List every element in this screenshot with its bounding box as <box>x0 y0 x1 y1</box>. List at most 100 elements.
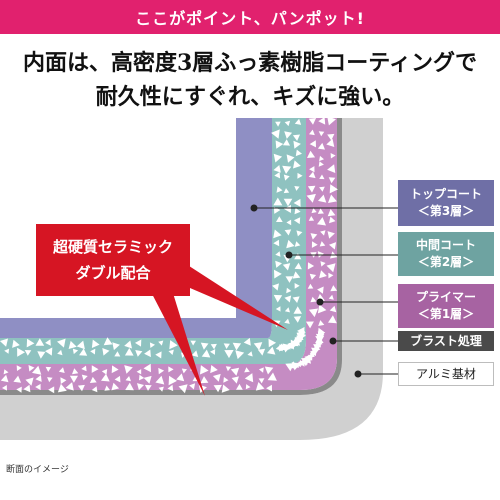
ceramic-particle <box>169 340 178 350</box>
ceramic-particle <box>124 348 134 356</box>
ceramic-particle <box>223 377 229 383</box>
ceramic-particle <box>135 339 142 347</box>
ceramic-particle <box>306 321 314 329</box>
ceramic-particle <box>273 294 283 303</box>
ceramic-particle <box>16 386 22 393</box>
ceramic-particle <box>81 365 87 372</box>
ceramic-particle <box>320 230 326 236</box>
ceramic-particle <box>124 340 132 349</box>
ceramic-particle <box>328 315 337 324</box>
ceramic-particle <box>273 197 283 206</box>
headline: 内面は、高密度3層ふっ素樹脂コーティングで 耐久性にすぐれ、キズに強い。 <box>0 46 500 114</box>
ceramic-particle <box>167 384 174 392</box>
ceramic-particle <box>244 373 254 383</box>
ceramic-particle <box>69 375 78 383</box>
ceramic-particle <box>28 365 35 372</box>
ceramic-particle <box>296 230 303 237</box>
ceramic-particle <box>284 318 290 324</box>
ceramic-particle <box>267 346 276 355</box>
ceramic-particle <box>257 348 266 356</box>
ceramic-particle <box>310 296 317 303</box>
ceramic-particle <box>294 253 302 260</box>
ceramic-particle <box>168 366 174 373</box>
ceramic-particle <box>200 342 209 350</box>
ceramic-particle <box>308 308 319 318</box>
ceramic-particle <box>309 129 315 136</box>
ceramic-particle <box>318 194 327 203</box>
ceramic-callout: 超硬質セラミック ダブル配合 <box>36 224 190 296</box>
ceramic-particle <box>294 207 301 215</box>
ceramic-particle <box>294 241 301 247</box>
ceramic-particle <box>4 348 10 354</box>
ceramic-particle <box>210 343 217 350</box>
ceramic-particle <box>35 375 42 382</box>
ceramic-particle <box>329 242 337 250</box>
ceramic-particle <box>276 186 283 193</box>
ceramic-particle <box>168 349 174 355</box>
ceramic-particle <box>2 385 7 391</box>
ceramic-particle <box>319 241 326 247</box>
ceramic-particle <box>57 383 67 393</box>
ceramic-particle <box>77 384 85 392</box>
ceramic-particle <box>283 174 290 181</box>
ceramic-particle <box>200 376 209 384</box>
ceramic-particle <box>111 382 120 391</box>
ceramic-particle <box>295 149 302 157</box>
ceramic-particle <box>143 363 151 373</box>
ceramic-particle <box>293 306 302 314</box>
ceramic-particle <box>255 382 265 391</box>
ceramic-particle <box>293 140 301 149</box>
ceramic-particle <box>282 165 292 174</box>
ceramic-particle <box>213 384 222 393</box>
ceramic-particle <box>258 367 264 373</box>
ceramic-particle <box>102 348 110 356</box>
ceramic-particles <box>0 118 338 394</box>
ceramic-particle <box>283 204 291 213</box>
aluminum-layer <box>0 118 383 440</box>
ceramic-particle <box>309 140 316 148</box>
ceramic-particle <box>319 270 327 279</box>
ceramic-particle <box>104 385 110 391</box>
ceramic-particle <box>144 349 151 358</box>
ceramic-particle <box>158 367 165 375</box>
ceramic-particle <box>311 241 318 248</box>
callout-line-1: 超硬質セラミック <box>52 238 173 256</box>
ceramic-particle <box>319 174 325 180</box>
leader-dot-primer <box>316 298 324 306</box>
ceramic-particle <box>309 273 317 280</box>
ceramic-particle <box>308 118 317 125</box>
ceramic-particle <box>273 239 280 247</box>
ceramic-particle <box>190 340 196 346</box>
ceramic-particle <box>89 376 97 383</box>
ceramic-particle <box>45 366 52 372</box>
label-aluminum: アルミ基材 <box>398 362 494 386</box>
ceramic-particle <box>176 373 185 382</box>
ceramic-particle <box>318 131 325 137</box>
ceramic-particle <box>158 340 164 346</box>
headline-line-1: 内面は、高密度3層ふっ素樹脂コーティングで <box>23 50 477 76</box>
ceramic-particle <box>224 350 234 359</box>
ceramic-particle <box>327 164 336 173</box>
ceramic-particle <box>307 262 315 270</box>
ceramic-particle <box>286 219 292 226</box>
ceramic-particle <box>101 369 108 375</box>
ceramic-particle <box>329 216 336 224</box>
ceramic-particle <box>189 383 196 390</box>
ceramic-particle <box>267 372 277 381</box>
ceramic-particle <box>286 239 295 249</box>
ceramic-particle <box>155 375 165 385</box>
ceramic-particle <box>232 342 242 351</box>
ceramic-particle <box>309 166 315 173</box>
ceramic-particle <box>327 231 335 239</box>
ceramic-particle <box>284 120 291 127</box>
ceramic-particle <box>149 342 155 348</box>
ceramic-particle <box>308 171 316 179</box>
ceramic-particle <box>317 327 326 337</box>
ceramic-particle <box>57 349 63 356</box>
ceramic-particle <box>292 296 300 303</box>
ceramic-particle <box>48 386 55 394</box>
ceramic-particle <box>0 374 9 383</box>
ceramic-particle <box>318 320 325 326</box>
ceramic-particle <box>200 365 209 375</box>
ceramic-particle <box>12 339 20 348</box>
